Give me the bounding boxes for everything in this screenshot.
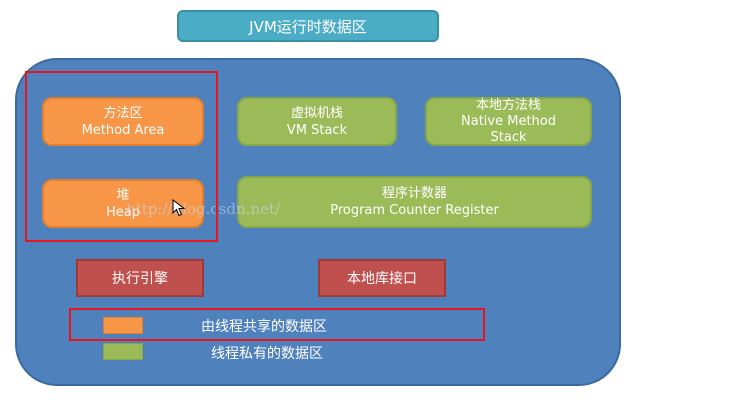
native-method-stack-en2: Stack [490, 129, 527, 145]
shared-legend-highlight [69, 308, 485, 341]
method-area-zh: 方法区 [103, 105, 143, 121]
watermark: http://blog.csdn.net/ [126, 200, 281, 218]
program-counter-en: Program Counter Register [330, 203, 499, 218]
legend-shared-label: 由线程共享的数据区 [201, 319, 327, 335]
vm-stack-block: 虚拟机栈 VM Stack [237, 97, 397, 146]
heap-zh: 堆 [116, 187, 130, 203]
native-method-stack-en1: Native Method [461, 113, 556, 129]
shared-area-highlight [25, 71, 218, 242]
method-area-en: Method Area [81, 122, 165, 138]
legend-private-swatch [103, 343, 143, 360]
method-area-block: 方法区 Method Area [42, 97, 204, 146]
diagram-title: JVM运行时数据区 [177, 10, 439, 42]
mouse-pointer-icon [172, 199, 186, 217]
native-method-stack-zh: 本地方法栈 [475, 97, 541, 113]
native-interface-block: 本地库接口 [318, 259, 446, 297]
program-counter-zh: 程序计数器 [381, 186, 447, 201]
heap-en: Heap [106, 204, 140, 220]
native-method-stack-block: 本地方法栈 Native Method Stack [425, 97, 592, 146]
vm-stack-zh: 虚拟机栈 [290, 105, 343, 121]
vm-stack-en: VM Stack [286, 122, 348, 138]
legend-shared-swatch [103, 317, 143, 334]
program-counter-block: 程序计数器 Program Counter Register [237, 176, 592, 228]
legend-private-label: 线程私有的数据区 [211, 346, 323, 362]
execution-engine-block: 执行引擎 [76, 259, 204, 297]
